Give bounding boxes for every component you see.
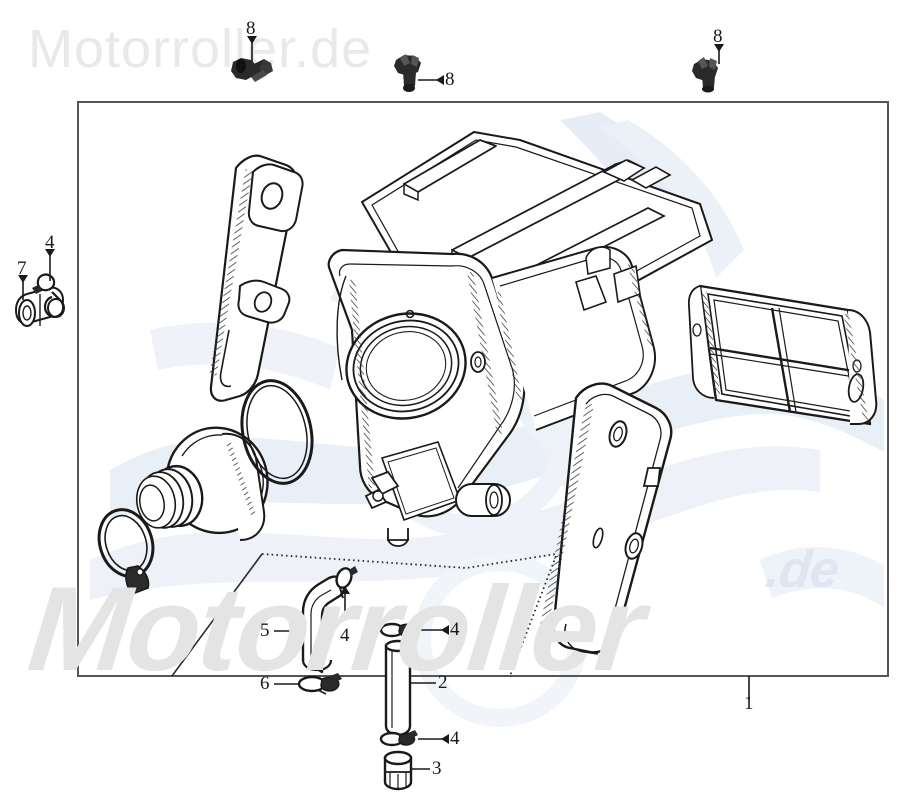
subassembly-outline-left	[171, 553, 263, 677]
callout-label-7: 7	[17, 258, 27, 279]
part-4-clip-hose	[335, 566, 358, 599]
arrow-4d	[441, 734, 449, 744]
part-3-drain-plug	[383, 750, 413, 791]
callout-label-3: 3	[432, 758, 442, 779]
part-8-bolt-right	[692, 57, 718, 93]
callout-label-1: 1	[744, 693, 754, 714]
left-mounting-rail	[209, 154, 304, 402]
right-mounting-bracket	[540, 382, 673, 655]
hose-clamp	[97, 508, 155, 595]
watermark-top: Motorroller.de	[28, 19, 373, 79]
watermark-main: Motorroller	[22, 562, 649, 696]
callout-label-6: 6	[260, 673, 270, 694]
callout-label-4c: 4	[450, 619, 460, 640]
part-8-bolt-middle	[394, 54, 421, 92]
callout-label-8c: 8	[713, 26, 723, 47]
arrow-4b	[340, 586, 350, 594]
arrow-7	[18, 275, 28, 283]
callout-label-8b: 8	[445, 69, 455, 90]
arrow-8a	[247, 36, 257, 44]
arrow-8b	[436, 75, 444, 85]
filter-element	[687, 284, 878, 426]
callout-label-8a: 8	[246, 18, 256, 39]
airbox-main-body	[327, 131, 713, 547]
callout-label-4d: 4	[450, 728, 460, 749]
callout-label-2: 2	[438, 672, 448, 693]
seal-oring	[240, 379, 314, 485]
callout-label-4b: 4	[340, 625, 350, 646]
callout-arrowheads	[18, 36, 724, 744]
callout-label-4a: 4	[45, 232, 55, 253]
part-8-bolt-left	[231, 58, 273, 82]
part-2-breather-tube	[384, 639, 412, 737]
part-4-clip-tube-bottom	[379, 730, 418, 747]
watermark-suffix: .de	[762, 541, 842, 599]
diagram-frame	[77, 101, 889, 677]
part-4-clip-tube-top	[379, 621, 418, 638]
arrow-4c	[441, 625, 449, 635]
intake-boot	[135, 426, 269, 541]
callout-label-5: 5	[260, 620, 270, 641]
arrow-8c	[714, 44, 724, 52]
arrow-4a	[45, 249, 55, 257]
